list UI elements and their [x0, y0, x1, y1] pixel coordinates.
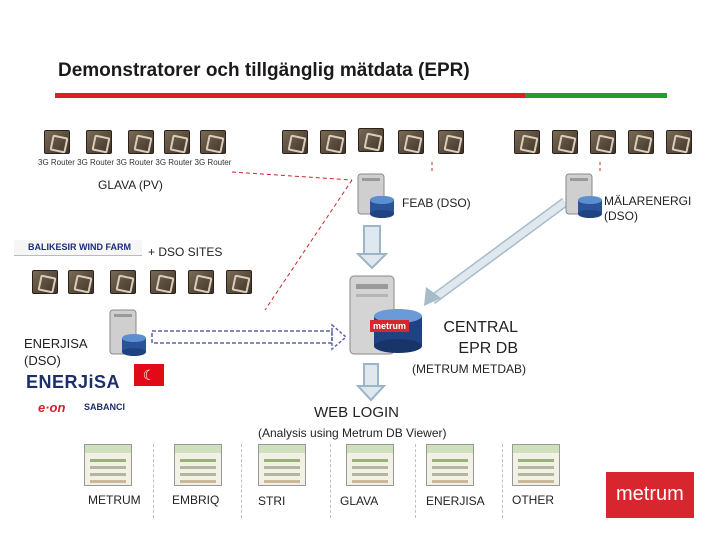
metrum-logo: metrum [606, 472, 694, 518]
user-screen-icon [84, 444, 132, 486]
malarenergi-to-central-arrow [424, 197, 568, 306]
central-label: CENTRAL EPR DB [426, 318, 518, 360]
router-icon [150, 270, 176, 294]
enerjisa-label: ENERJISA (DSO) [24, 336, 88, 370]
router-icon [282, 130, 308, 154]
router-icon [552, 130, 578, 154]
user-screen-icon [258, 444, 306, 486]
user-screen-icon [346, 444, 394, 486]
user-label-metrum: METRUM [88, 493, 141, 507]
balikesir-logo-text: BALIKESIR WIND FARM [28, 242, 131, 252]
user-screen-icon [512, 444, 560, 486]
user-screen-icon [174, 444, 222, 486]
sabanci-logo: SABANCI [84, 402, 126, 412]
router-label: 3G Router 3G Router 3G Router 3G Router … [38, 158, 232, 167]
feab-server-icon [357, 173, 394, 218]
glava-to-feab-line [231, 171, 353, 181]
user-label-embriq: EMBRIQ [172, 493, 220, 507]
router-icon [86, 130, 112, 154]
central-db: EPR DB [458, 339, 518, 357]
user-label-stri: STRI [258, 494, 286, 508]
router-icon [666, 130, 692, 154]
balikesir-logo: BALIKESIR WIND FARM [14, 240, 142, 256]
glava-label: GLAVA (PV) [98, 178, 163, 192]
feab-to-central-arrow [355, 225, 389, 270]
separator [241, 444, 242, 518]
separator [415, 444, 416, 518]
feab-to-central-line [264, 179, 353, 311]
router-icon [438, 130, 464, 154]
title-bar-green [525, 93, 667, 98]
dso-sites-label: + DSO SITES [148, 245, 223, 259]
separator [330, 444, 331, 518]
enerjisa-logo: ENERJiSA [26, 372, 121, 392]
router-icon [110, 270, 136, 294]
central-server-icon [349, 275, 422, 355]
enerjisa-to-central-arrow [151, 323, 348, 351]
central-name: CENTRAL [443, 319, 518, 336]
router-icon [164, 130, 190, 154]
separator [502, 444, 503, 518]
router-icon [68, 270, 94, 294]
page-title: Demonstratorer och tillgänglig mätdata (… [58, 60, 470, 81]
enerjisa-name: ENERJISA [24, 336, 88, 351]
router-icon [320, 130, 346, 154]
enerjisa-type: (DSO) [24, 352, 61, 368]
router-icon [32, 270, 58, 294]
user-label-other: OTHER [512, 493, 554, 507]
user-screen-icon [426, 444, 474, 486]
router-icon [358, 128, 384, 152]
router-icon [188, 270, 214, 294]
title-bar-red [55, 93, 525, 98]
malarenergi-type: (DSO) [604, 209, 638, 223]
router-icon [590, 130, 616, 154]
malarenergi-name: MÄLARENERGI [604, 194, 692, 208]
router-icon [200, 130, 226, 154]
metrum-logo-text: metrum [616, 483, 684, 505]
router-icon [628, 130, 654, 154]
central-server-logo: metrum [370, 320, 410, 332]
user-label-enerjisa: ENERJISA [426, 494, 485, 508]
analysis-label: (Analysis using Metrum DB Viewer) [258, 426, 447, 440]
web-login-label: WEB LOGIN [314, 404, 400, 421]
router-icon [398, 130, 424, 154]
eon-logo: e·on [38, 400, 66, 415]
metrum-metdab-label: (METRUM METDAB) [412, 362, 526, 376]
user-label-glava: GLAVA [340, 494, 379, 508]
router-icon [128, 130, 154, 154]
malarenergi-server-icon [565, 173, 602, 218]
turkey-flag-icon: ☾ [134, 364, 164, 386]
central-to-web-arrow [355, 363, 387, 402]
separator [153, 444, 154, 518]
router-icon [514, 130, 540, 154]
enerjisa-server-icon [109, 309, 146, 356]
router-icon [44, 130, 70, 154]
router-icon [226, 270, 252, 294]
feab-label: FEAB (DSO) [402, 196, 471, 210]
malarenergi-label: MÄLARENERGI (DSO) [604, 194, 691, 224]
